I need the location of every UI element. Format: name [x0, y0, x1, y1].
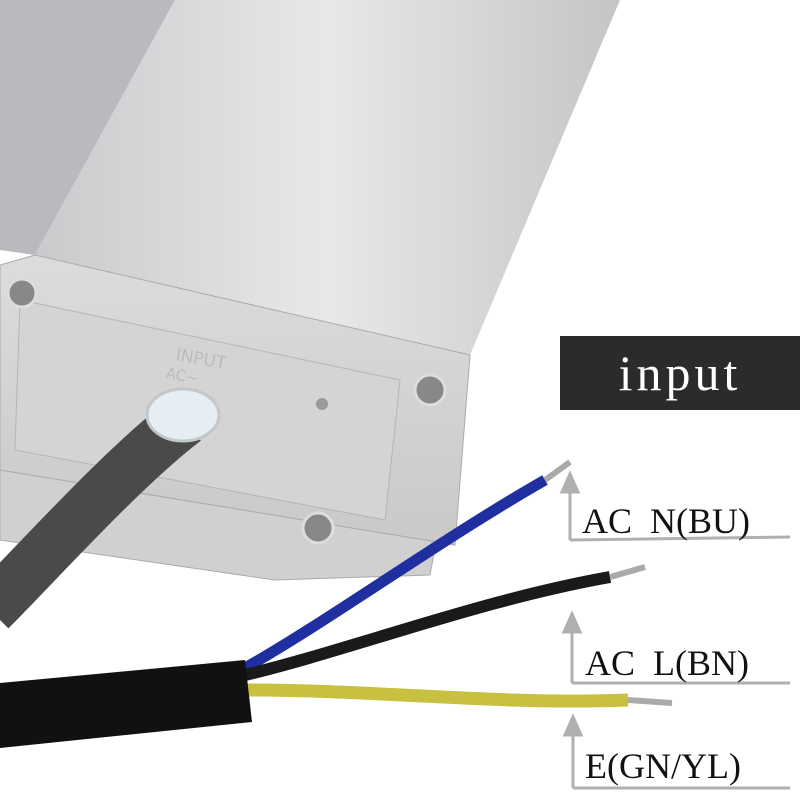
wire-tip: [609, 564, 646, 580]
black-cable-jacket: [0, 660, 252, 748]
screw-icon: [301, 511, 335, 545]
screw-icon: [6, 277, 38, 309]
yellow-wire: [244, 683, 629, 708]
cable-gland: [145, 387, 221, 443]
blue-wire: [242, 475, 548, 673]
input-badge: input: [560, 336, 800, 410]
wire-tip: [543, 459, 572, 483]
black-wire: [243, 571, 612, 681]
housing-side: [0, 0, 175, 255]
housing-top: [35, 0, 620, 355]
embossed-ac-text: AC~: [164, 364, 200, 387]
label-ac-live: AC L(BN): [585, 643, 749, 683]
screw-icon: [413, 373, 447, 407]
gray-cable: [0, 399, 201, 629]
wire-tip: [627, 697, 673, 706]
label-earth: E(GN/YL): [585, 746, 741, 786]
label-ac-neutral: AC N(BU): [582, 501, 750, 541]
screw-hole: [316, 398, 328, 410]
leader-lines: [559, 470, 791, 790]
